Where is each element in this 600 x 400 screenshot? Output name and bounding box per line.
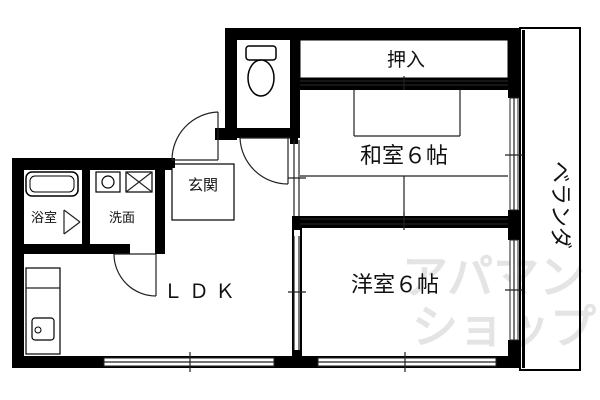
watermark-line1: アパマン — [402, 250, 585, 304]
washbasin-icon — [95, 171, 121, 193]
label-senmen: 洗面 — [109, 211, 135, 226]
label-veranda: ベランダ — [547, 161, 572, 249]
label-yokushitsu: 浴室 — [31, 210, 57, 226]
bath-door — [63, 209, 81, 235]
label-genkan: 玄関 — [188, 176, 218, 194]
windows — [103, 97, 523, 372]
watermark-line2: ショップ — [412, 300, 596, 354]
bathtub-icon — [25, 171, 79, 197]
youshitsu-door — [288, 230, 306, 350]
washing-machine-icon — [125, 171, 153, 193]
kitchen-counter — [25, 267, 61, 355]
ldk-door — [113, 253, 157, 297]
watermark-logo: アパマン ショップ — [402, 250, 596, 354]
washitsu-tatami — [288, 90, 508, 230]
toilet-door — [239, 137, 290, 185]
closet — [299, 39, 509, 90]
label-ldk: ＬＤＫ — [163, 279, 241, 303]
toilet-icon — [245, 45, 277, 97]
label-youshitsu: 洋室６帖 — [351, 273, 439, 298]
label-washitsu: 和室６帖 — [360, 144, 448, 169]
genkan-area — [171, 111, 235, 221]
veranda-area — [519, 27, 581, 371]
label-oshiire: 押入 — [387, 49, 425, 71]
